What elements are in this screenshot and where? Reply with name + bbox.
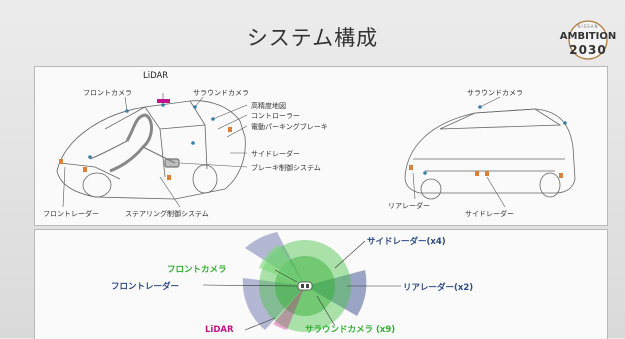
- front-car-outline: [56, 100, 246, 200]
- label-controller: コントローラー: [251, 112, 300, 120]
- label-surround-camera-rear: サラウンドカメラ: [467, 89, 523, 97]
- label-front-radar: フロントレーダー: [43, 210, 99, 218]
- front-radar-units: [59, 127, 232, 180]
- label-rear-radar: リアレーダー: [388, 202, 430, 210]
- front-camera-coverage: [259, 244, 305, 286]
- car-illustration: [56, 93, 576, 208]
- label-side-radar-x4: サイドレーダー(x4): [367, 237, 446, 247]
- label-front-radar-coverage: フロントレーダー: [111, 282, 180, 292]
- car-top-icon: [297, 281, 313, 291]
- badge-brand: NISSAN: [577, 24, 599, 29]
- front-sensor-dots: [88, 103, 215, 159]
- label-lidar-coverage: LiDAR: [205, 325, 234, 335]
- rear-car-outline: [404, 108, 576, 200]
- radar-coverage-front: [242, 278, 305, 330]
- rear-sensor-dots: [423, 105, 567, 175]
- label-lidar-front: LiDAR: [143, 71, 169, 81]
- steering-and-brake-system: [89, 113, 180, 173]
- rear-radar-units: [409, 165, 563, 178]
- label-brake-system: ブレーキ制御システム: [251, 164, 321, 172]
- label-surround-camera-x9: サラウンドカメラ (x9): [305, 325, 396, 335]
- label-front-camera-coverage: フロントカメラ: [167, 265, 227, 275]
- label-rear-radar-x2: リアレーダー(x2): [403, 283, 474, 293]
- label-parking-brake: 電動パーキングブレーキ: [251, 123, 328, 131]
- label-side-radar-front: サイドレーダー: [251, 150, 300, 158]
- label-side-radar-rear: サイドレーダー: [465, 210, 514, 218]
- page-title: システム構成: [246, 26, 379, 50]
- car-system-panel: LiDAR フロントカメラ サラウンドカメラ 高精度地図 コントローラー 電動パ…: [34, 66, 608, 226]
- radar-coverage-rear: [305, 270, 367, 316]
- lidar-coverage: [273, 286, 305, 330]
- label-front-camera: フロントカメラ: [83, 89, 132, 97]
- badge-year: 2030: [569, 43, 607, 57]
- label-steering-system: ステアリング制御システム: [125, 210, 209, 218]
- coverage-diagram: [202, 232, 401, 332]
- lidar-unit: [157, 99, 170, 103]
- label-surround-camera-front: サラウンドカメラ: [193, 89, 249, 97]
- badge-name: AMBITION: [559, 31, 617, 42]
- ambition-2030-logo: NISSAN AMBITION 2030: [558, 18, 618, 62]
- sensor-coverage-panel: サイドレーダー(x4) フロントカメラ フロントレーダー リアレーダー(x2) …: [34, 229, 608, 339]
- label-hd-map: 高精度地図: [251, 102, 286, 110]
